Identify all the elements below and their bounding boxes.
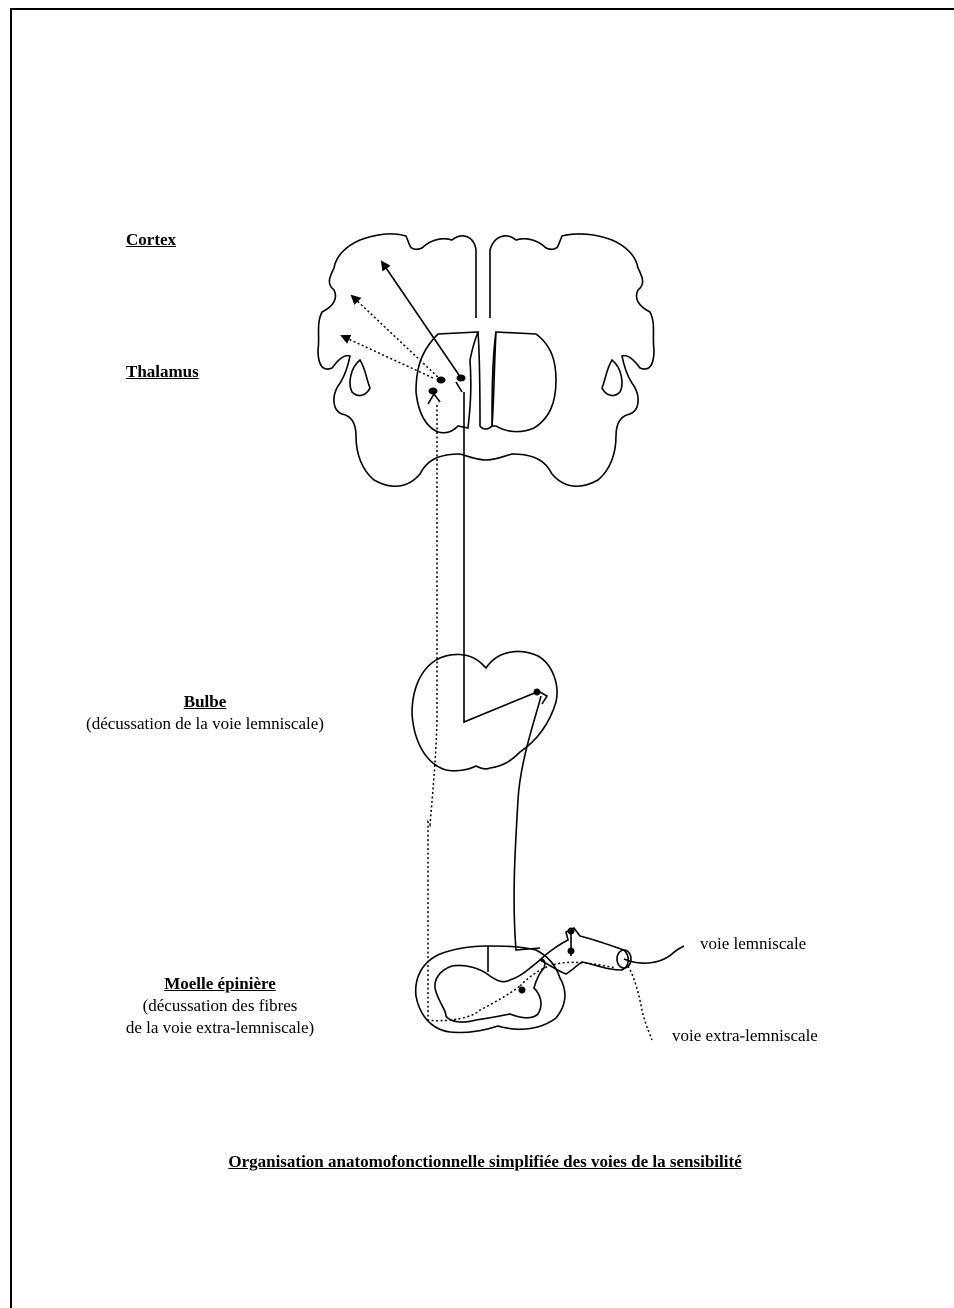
thalamus-left: [416, 332, 478, 433]
medulla-outline: [412, 652, 557, 771]
lemniscal-pathway-upper: [464, 392, 537, 722]
figure-caption: Organisation anatomofonctionnelle simpli…: [100, 1152, 870, 1172]
spinal-cord-section: [416, 928, 684, 1041]
label-voie-extra-lemniscale: voie extra-lemniscale: [672, 1026, 818, 1046]
right-hemisphere: [486, 234, 654, 486]
extra-lemniscal-pathway: [428, 405, 520, 1021]
label-moelle: Moelle épinière: [100, 974, 340, 994]
spinal-gray-matter: [435, 959, 545, 1022]
spinal-neuron-3: [519, 987, 526, 994]
lemniscal-pathway-lower: [514, 696, 541, 950]
thalamus-right: [492, 332, 556, 432]
sensory-pathways-diagram: [0, 0, 954, 1266]
brain-section: [318, 234, 654, 486]
label-bulbe: Bulbe: [40, 692, 370, 712]
dorsal-root: [540, 928, 628, 974]
extra-arrow-1: [352, 296, 441, 380]
label-bulbe-note: (décussation de la voie lemniscale): [40, 714, 370, 734]
label-moelle-note-2: de la voie extra-lemniscale): [100, 1018, 340, 1038]
extra-fiber-in: [628, 966, 652, 1040]
extra-fiber-cord: [520, 962, 616, 986]
medulla-section: [412, 652, 557, 771]
label-moelle-note-1: (décussation des fibres: [100, 996, 340, 1016]
left-hemisphere: [318, 234, 486, 486]
lateral-ventricle-right: [602, 360, 622, 395]
thalamus-nucleus-3: [429, 388, 438, 395]
label-thalamus: Thalamus: [126, 362, 199, 382]
label-cortex: Cortex: [126, 230, 176, 250]
lateral-ventricle-left: [350, 360, 370, 395]
bulbe-nucleus: [534, 689, 541, 696]
lemniscal-fiber-in: [624, 946, 684, 963]
label-voie-lemniscale: voie lemniscale: [700, 934, 806, 954]
extra-arrow-2: [342, 336, 433, 378]
